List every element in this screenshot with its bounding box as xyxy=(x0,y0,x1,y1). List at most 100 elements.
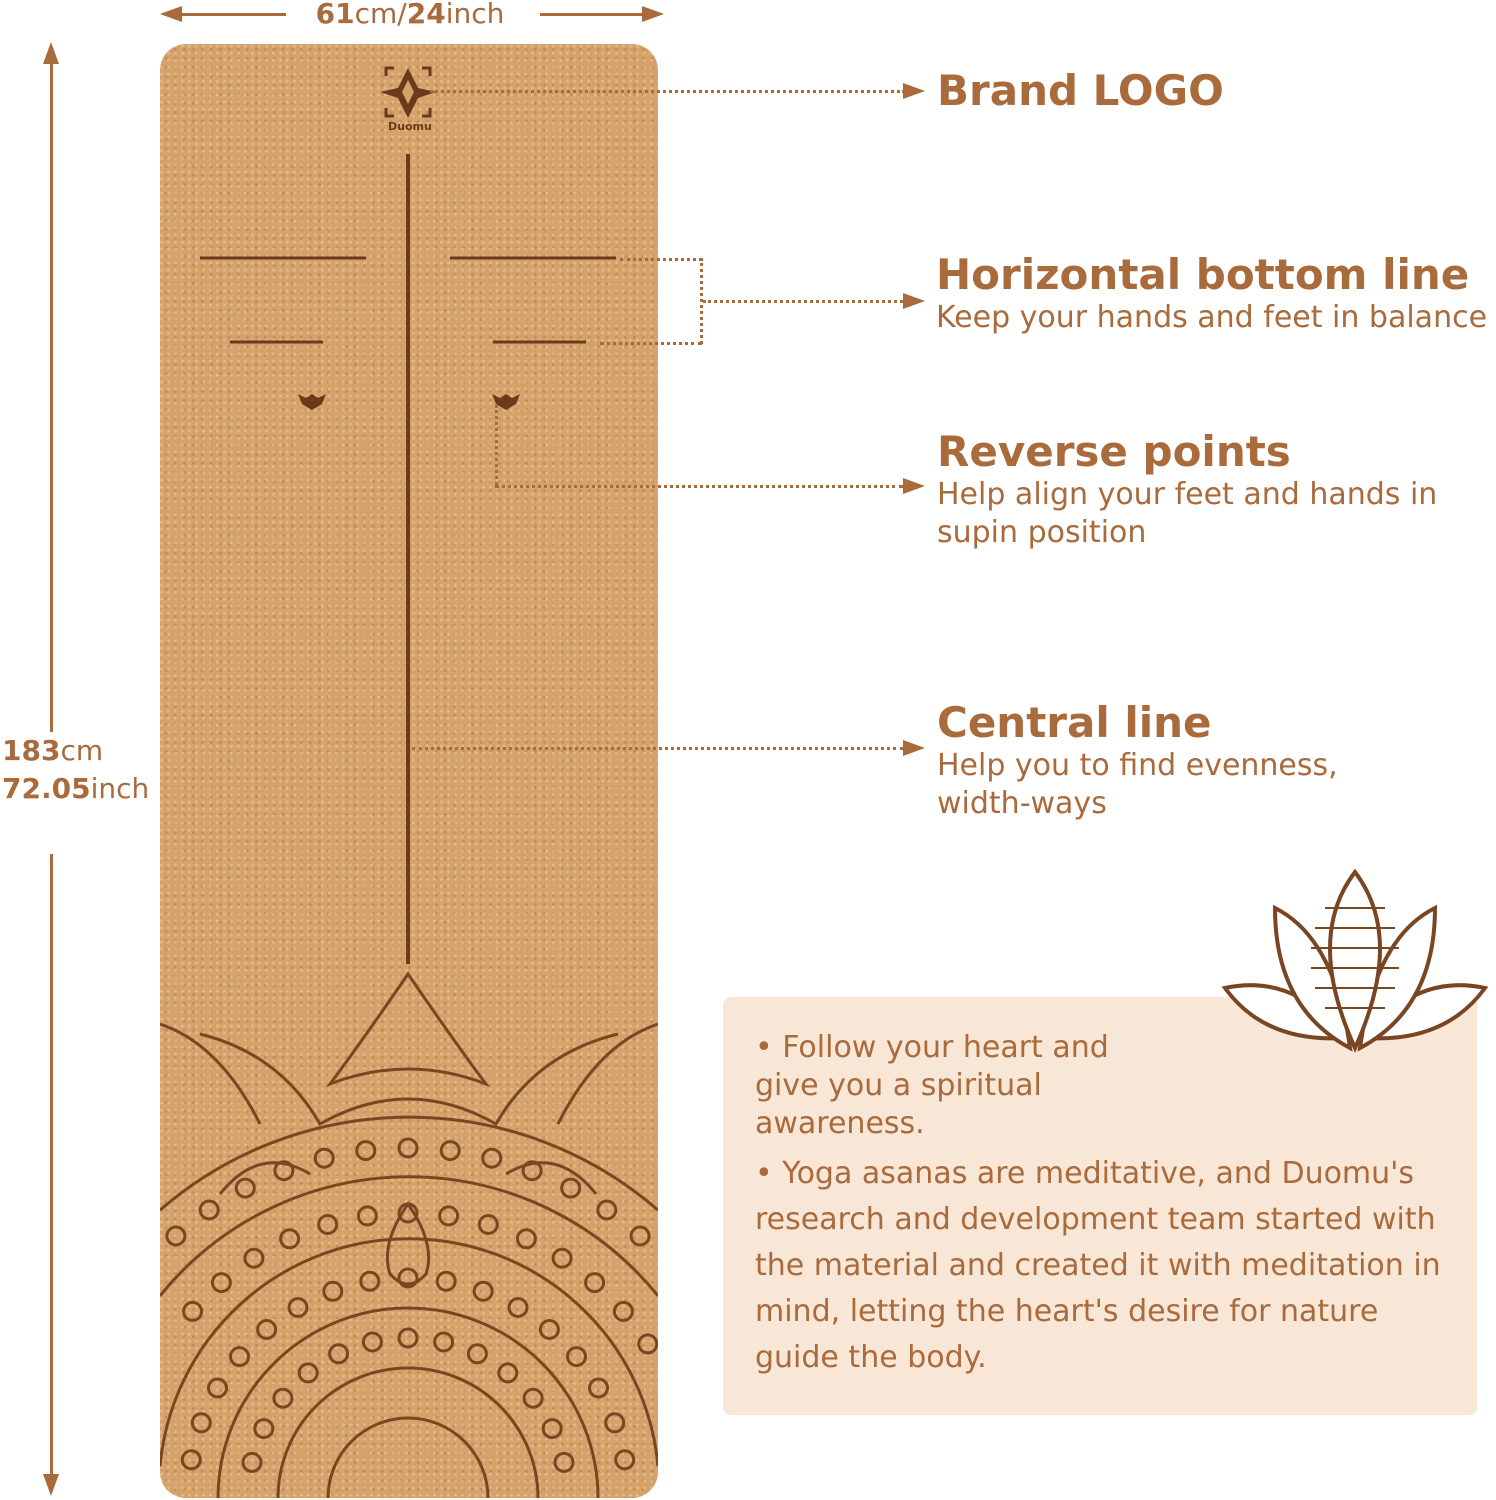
mandala-ring-dot xyxy=(397,1202,419,1224)
mandala-ring xyxy=(160,1115,658,1212)
mandala-ring-dot xyxy=(439,1140,461,1162)
mandala-ring-dot xyxy=(273,1160,295,1182)
mandala-ring-dot xyxy=(361,1331,383,1353)
mandala-ring-dot xyxy=(355,1140,377,1162)
mandala-ring-dot xyxy=(614,1449,636,1471)
callout-line-central xyxy=(412,747,903,750)
mandala-ring-dot xyxy=(180,1449,202,1471)
mandala-ring-dot xyxy=(477,1214,499,1235)
callout-line-horizontal xyxy=(703,300,903,303)
mandala-ring-dot xyxy=(397,1327,419,1349)
callout-line xyxy=(620,258,702,261)
width-dimension: 61cm/24inch xyxy=(160,0,664,30)
arrow-right-icon xyxy=(903,83,925,99)
mandala-ring-dot xyxy=(466,1343,488,1365)
mandala-ring-dot xyxy=(328,1343,350,1365)
mandala-ring-dot xyxy=(297,1362,319,1384)
mandala-ring-dot xyxy=(397,1137,419,1159)
feature-desc: Help you to find evenness, width-ways xyxy=(937,748,1338,821)
lotus-icon xyxy=(1221,868,1489,1053)
callout-line-reverse xyxy=(495,485,903,488)
mandala-ring-dot xyxy=(588,1377,609,1399)
mandala-ring xyxy=(276,1366,540,1498)
mandala-ring-dot xyxy=(435,1270,457,1292)
feature-title: Brand LOGO xyxy=(937,66,1224,115)
arrow-down-icon xyxy=(43,1474,59,1496)
callout-bracket xyxy=(700,258,703,344)
length-dimension xyxy=(43,42,59,1498)
mandala-ring-dot xyxy=(538,1319,560,1340)
feature-central-line: Central line Help you to find evenness, … xyxy=(937,698,1357,823)
arrow-right-icon xyxy=(903,293,925,309)
mandala-ring-dot xyxy=(497,1362,519,1384)
length-label: 183cm 72.05inch xyxy=(2,732,150,808)
feature-title: Horizontal bottom line xyxy=(936,250,1470,299)
panel-bullet: • Yoga asanas are meditative, and Duomu'… xyxy=(755,1156,1441,1375)
mandala-ring-dot xyxy=(515,1228,537,1250)
mandala-ring xyxy=(160,1175,658,1297)
feature-reverse-points: Reverse points Help align your feet and … xyxy=(937,427,1477,552)
width-arrow-line-left xyxy=(176,13,286,16)
mandala-ring-dot xyxy=(287,1297,309,1318)
mandala-ring-dot xyxy=(256,1319,278,1340)
mandala-ring-dot xyxy=(522,1387,544,1409)
arrow-right-icon xyxy=(903,478,925,494)
reverse-point-icon xyxy=(492,394,520,410)
mandala-ring-dot xyxy=(507,1297,529,1318)
mandala-ring-dot xyxy=(397,1267,419,1289)
brand-logo-icon xyxy=(380,66,436,118)
mandala-ring-dot xyxy=(229,1346,250,1368)
mandala-ring-dot xyxy=(596,1199,618,1221)
mandala-ring-dot xyxy=(272,1387,294,1409)
mandala-ring-dot xyxy=(438,1205,460,1227)
mandala-ring-dot xyxy=(234,1177,256,1199)
mandala-pattern xyxy=(160,971,658,1498)
mandala-ring-dot xyxy=(433,1331,455,1353)
mandala-ring-dot xyxy=(541,1418,563,1440)
mandala-ring-dot xyxy=(553,1451,575,1473)
callout-line-logo xyxy=(430,90,905,93)
mandala-ring-dot xyxy=(637,1333,658,1355)
reverse-point-icon xyxy=(298,394,326,410)
brand-logo-text: Duomu xyxy=(388,120,432,133)
cork-yoga-mat: Duomu xyxy=(160,44,658,1498)
mandala-ring-dot xyxy=(210,1272,232,1294)
info-panel: • Follow your heart and give you a spiri… xyxy=(723,997,1477,1415)
arrow-right-icon xyxy=(903,740,925,756)
bullet-text: Yoga asanas are meditative, and Duomu's … xyxy=(755,1156,1441,1375)
mandala-ring-dot xyxy=(551,1247,573,1269)
bullet-text: Follow your heart and give you a spiritu… xyxy=(755,1030,1109,1141)
mandala-ring-dot xyxy=(241,1451,263,1473)
mandala-ring-dot xyxy=(182,1300,204,1322)
mandala-ring-dot xyxy=(198,1199,220,1221)
length-line-lower xyxy=(50,854,53,1474)
mandala-ring-dot xyxy=(243,1247,265,1269)
panel-bullet: • Follow your heart and give you a spiri… xyxy=(755,1030,1109,1141)
mandala-ring-dot xyxy=(584,1272,606,1294)
mandala-ring-dot xyxy=(566,1346,587,1368)
arrow-right-icon xyxy=(642,6,664,22)
mandala-ring-dot xyxy=(207,1377,228,1399)
feature-desc: Help align your feet and hands in supin … xyxy=(937,477,1438,550)
mandala-ring-dot xyxy=(629,1225,651,1247)
feature-horizontal-line: Horizontal bottom line Keep your hands a… xyxy=(936,250,1487,337)
mandala-ring-dot xyxy=(359,1270,381,1292)
mandala-ring-dot xyxy=(481,1147,503,1169)
mandala-ring-dot xyxy=(604,1412,626,1434)
mandala-ring-dot xyxy=(322,1280,344,1302)
mandala-ring-dot xyxy=(612,1300,634,1322)
feature-title: Central line xyxy=(937,698,1212,747)
arrow-left-icon xyxy=(160,6,182,22)
mandala-ring-dot xyxy=(560,1177,582,1199)
mandala-ring-dot xyxy=(521,1160,543,1182)
length-line-upper xyxy=(50,60,53,770)
mat-engraving xyxy=(160,66,658,1498)
width-label: 61cm/24inch xyxy=(315,0,505,30)
mandala-ring-dot xyxy=(165,1225,187,1247)
mandala-ring-dot xyxy=(253,1418,275,1440)
mandala-ring-dot xyxy=(317,1214,339,1235)
callout-line xyxy=(600,342,702,345)
mandala-ring-dot xyxy=(356,1205,378,1227)
mandala-ring xyxy=(216,1306,600,1498)
mandala-ring xyxy=(160,1237,658,1467)
